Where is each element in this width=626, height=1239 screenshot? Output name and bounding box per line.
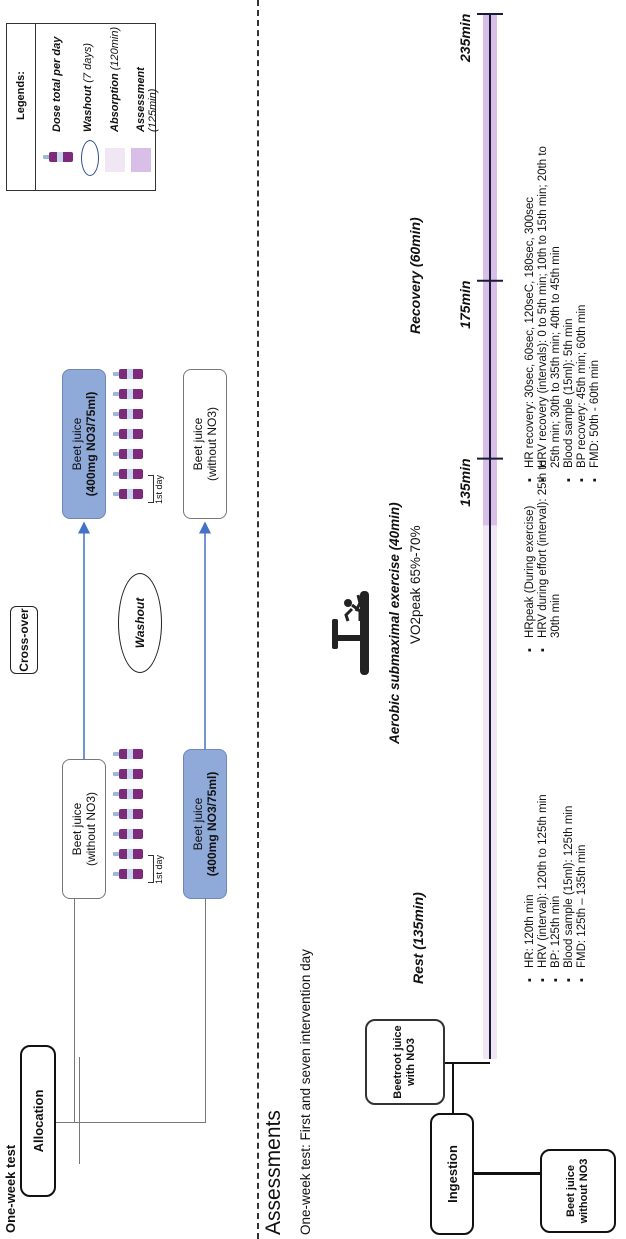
recovery-measurements-list: HR recovery: 30sec, 60sec, 120seC, 180se…: [524, 129, 602, 484]
list-item: HR: 120th min: [524, 754, 537, 984]
crossover-arrows: [78, 521, 211, 759]
list-item: FMD: 50th - 60th min: [589, 129, 602, 484]
list-item: FMD: 125th – 135th min: [576, 754, 589, 984]
list-item: Blood sample (15ml): 5th min: [563, 129, 576, 484]
list-item: BP recovery: 45th min; 60th min: [576, 129, 589, 484]
tick-label-135: 135min: [457, 458, 473, 507]
list-item: HRV (interval): 120th to 125th min: [537, 754, 550, 984]
tick-label-235: 235min: [457, 13, 473, 62]
tick-label-175: 175min: [457, 280, 473, 329]
list-item: Blood sample (15ml): 125th min: [563, 754, 576, 984]
treadmill-runner-icon: [332, 591, 369, 675]
list-item: HRV recovery (intervals): 0 to 5th min; …: [537, 129, 563, 484]
list-item: HR recovery: 30sec, 60sec, 120seC, 180se…: [524, 129, 537, 484]
list-item: BP: 125th min: [550, 754, 563, 984]
rest-measurements-list: HR: 120th min HRV (interval): 120th to 1…: [524, 754, 589, 984]
